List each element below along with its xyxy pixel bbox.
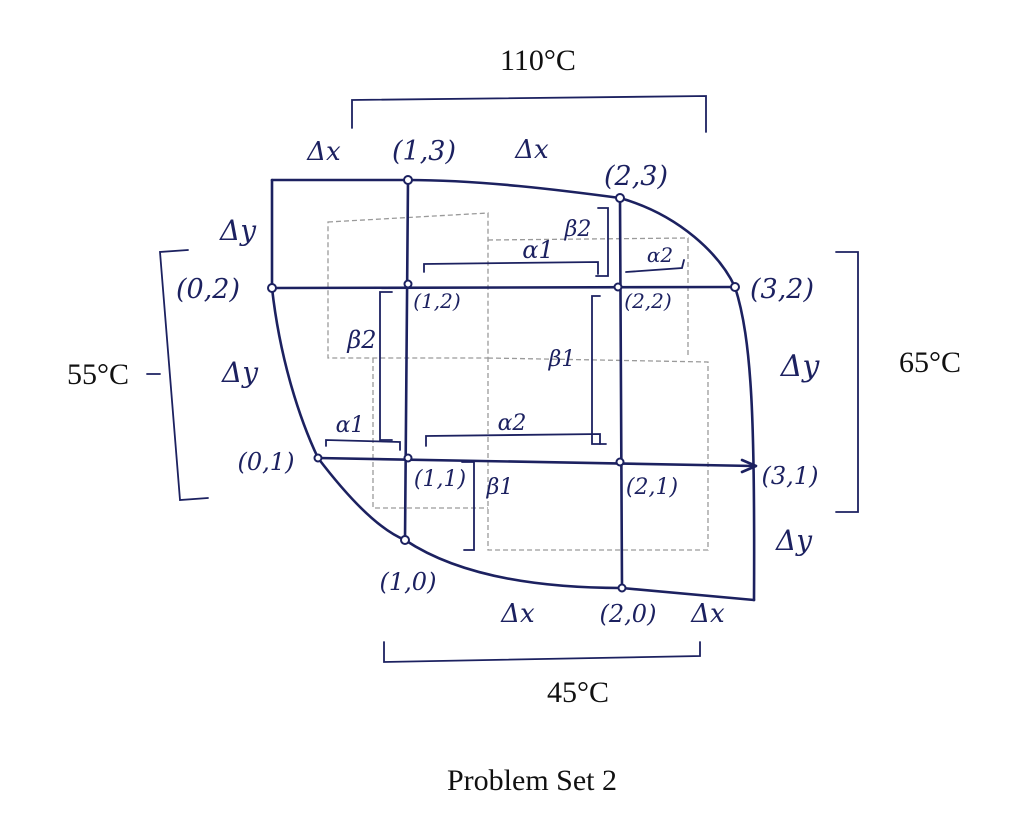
arrow-head-row-j1 [740, 458, 758, 474]
dx-label-bottom-right: Δx [690, 599, 725, 629]
top-bracket [351, 95, 707, 133]
dy-label-left-mid: Δy [221, 356, 259, 389]
temperature-brackets [146, 95, 859, 663]
row-j2-line [270, 285, 737, 290]
node-2-2-marker [613, 282, 623, 292]
bottom-bracket [383, 641, 701, 663]
node-label-2-1: (2,1) [626, 475, 678, 500]
beta1-label-bottom: β1 [486, 475, 514, 500]
dx-label-top-left: Δx [306, 137, 341, 167]
node-0-1-marker [313, 453, 323, 463]
boundary-top-edge [270, 178, 622, 200]
node-markers [267, 175, 740, 593]
dx-label-bottom-left: Δx [500, 599, 535, 629]
node-1-0-marker [400, 535, 410, 545]
node-2-0-marker [617, 583, 627, 593]
alpha1-mid-bar [325, 439, 401, 451]
boundary-top-right-curve [618, 196, 756, 602]
node-0-2-marker [267, 283, 277, 293]
alpha1-label-top: α1 [522, 236, 553, 264]
node-label-2-0: (2,0) [600, 600, 657, 628]
beta1-bottom-bar [461, 461, 475, 551]
bottom-temperature: 45°C [547, 676, 609, 709]
node-label-1-2: (1,2) [413, 289, 460, 313]
beta2-label-top: β2 [564, 217, 592, 242]
node-3-2-marker [730, 282, 740, 292]
diagram-caption: Problem Set 2 [447, 764, 617, 797]
node-label-2-3: (2,3) [604, 161, 668, 192]
node-label-2-2: (2,2) [624, 289, 671, 313]
beta2-label-mid: β2 [346, 326, 376, 354]
node-label-1-1: (1,1) [414, 467, 466, 492]
dx-label-top-right: Δx [514, 135, 549, 165]
node-2-1-marker [615, 457, 625, 467]
node-label-0-1: (0,1) [238, 448, 295, 476]
beta1-mid-bar [591, 295, 607, 445]
right-bracket [835, 251, 859, 513]
node-label-3-1: (3,1) [762, 462, 819, 490]
node-1-2-marker [403, 279, 413, 289]
beta1-label-mid: β1 [548, 347, 576, 372]
boundary-left-edge [270, 178, 320, 460]
fraction-markers [325, 207, 685, 551]
column-i1-line [403, 178, 410, 542]
node-label-1-3: (1,3) [392, 136, 456, 167]
node-label-1-0: (1,0) [380, 568, 437, 596]
node-label-3-2: (3,2) [750, 274, 814, 305]
alpha1-top-bar [423, 261, 599, 275]
alpha2-top-bar [625, 259, 685, 273]
grid-lines [270, 178, 758, 590]
domain-boundary [270, 178, 756, 602]
boundary-bottom-curve [316, 456, 756, 602]
alpha2-label-top: α2 [647, 243, 673, 267]
beta2-top-bar [595, 207, 609, 277]
right-temperature: 65°C [899, 346, 961, 379]
beta2-mid-bar [379, 291, 393, 441]
left-temperature: 55°C [67, 358, 129, 391]
node-2-3-marker [615, 193, 625, 203]
dy-label-left-top: Δy [219, 214, 257, 247]
dy-label-right-mid: Δy [780, 349, 821, 384]
dy-label-right-bottom: Δy [775, 524, 813, 557]
node-1-3-marker [403, 175, 413, 185]
column-i2-line [618, 196, 624, 590]
top-temperature: 110°C [500, 44, 576, 77]
row-j1-line [316, 456, 756, 468]
alpha2-label-mid: α2 [498, 411, 527, 436]
node-1-1-marker [403, 453, 413, 463]
control-volume-cells [327, 212, 709, 551]
alpha1-label-mid: α1 [336, 413, 365, 438]
node-label-0-2: (0,2) [176, 274, 240, 305]
left-bracket [159, 249, 209, 501]
alpha2-mid-bar [425, 433, 601, 447]
